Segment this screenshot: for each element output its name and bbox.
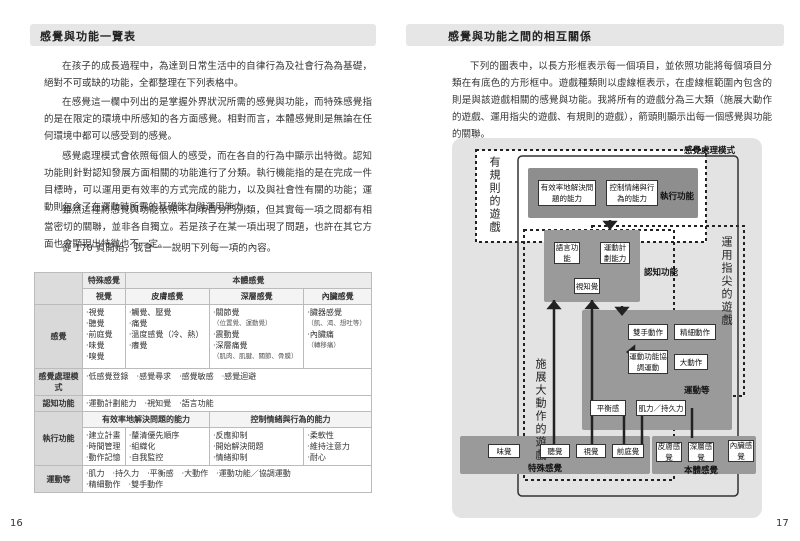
relationship-diagram: 感覺處理模式 有規則的遊戲 運用指尖的遊戲 施展大動作的遊戲 有效率地解決問題的… bbox=[452, 138, 762, 518]
visual-perception-box: 視知覺 bbox=[574, 278, 600, 294]
left-page-number: 16 bbox=[10, 518, 23, 529]
skin-sense-box: 皮膚感覺 bbox=[656, 442, 682, 462]
body-senses-label: 本體感覺 bbox=[684, 466, 719, 476]
vestibular-box: 前庭覺 bbox=[612, 444, 644, 458]
right-page-number: 17 bbox=[776, 518, 789, 529]
subheader-sight: 視覺 bbox=[82, 288, 126, 305]
deep-sense-box: 深層感覺 bbox=[688, 442, 714, 462]
motor-label: 運動等 bbox=[684, 386, 710, 396]
cell-visceral: ‧臟器感覺（飢、渴、想吐等） ‧內臟痛 （轉移痛） bbox=[303, 304, 372, 369]
taste-box: 味覺 bbox=[488, 444, 520, 458]
left-header-title: 感覺與功能一覽表 bbox=[40, 30, 136, 43]
subheader-deep: 深層感覺 bbox=[208, 288, 305, 305]
big-movement-game-label: 施展大動作的遊戲 bbox=[534, 358, 547, 462]
processing-frame bbox=[517, 155, 739, 497]
row-processing: 感覺處理模式 bbox=[34, 368, 83, 396]
visceral-sense-box: 內臟感覺 bbox=[728, 440, 754, 462]
balance-box: 平衡感 bbox=[590, 400, 626, 416]
cell-special: ‧視覺‧聽覺 ‧前庭覺‧味覺 ‧嗅覺 bbox=[82, 304, 126, 369]
exec-label: 執行功能 bbox=[660, 192, 695, 202]
special-senses-label: 特殊感覺 bbox=[528, 464, 563, 474]
cell-cognitive: ‧運動計劃能力 ‧視知覺 ‧語言功能 bbox=[82, 395, 372, 412]
table-corner bbox=[34, 272, 83, 305]
paragraph-1: 在孩子的成長過程中，為達到日常生活中的自律行為及社會行為為基礎，絕對不可或缺的功… bbox=[44, 61, 372, 89]
cell-deep: ‧關節覺（位置覺、運動覺） ‧震動覺‧深層痛覺 （肌肉、肌腱、關節、骨膜） bbox=[208, 304, 305, 369]
header-special: 特殊感覺 bbox=[82, 272, 126, 289]
cell-processing: ‧低感覺登錄 ‧感覺尋求 ‧感覺敏感 ‧感覺迴避 bbox=[82, 368, 372, 396]
paragraph-4: 雖然這裡將感覺與功能依照不同項目分門別類，但其實每一項之間都有相當密切的關聯，並… bbox=[44, 205, 372, 250]
language-box: 語言功能 bbox=[554, 242, 580, 264]
exec-cell-2: ‧釐清優先順序‧組織化‧自我監控 bbox=[124, 427, 210, 466]
row-cognitive: 認知功能 bbox=[34, 395, 83, 412]
exec-box-control: 控制情緒與行為的能力 bbox=[606, 180, 658, 206]
processing-mode-label: 感覺處理模式 bbox=[684, 146, 736, 156]
subheader-visceral: 內臟感覺 bbox=[303, 288, 372, 305]
subheader-skin: 皮膚感覺 bbox=[124, 288, 210, 305]
sight-box: 視覺 bbox=[576, 444, 606, 458]
strength-box: 肌力／持久力 bbox=[636, 400, 686, 416]
exec-cell-1: ‧建立計畫‧時間管理‧動作記憶 bbox=[82, 427, 126, 466]
gross-motor-box: 大動作 bbox=[674, 354, 708, 370]
row-sense: 感覺 bbox=[34, 304, 83, 369]
fine-motor-box: 精細動作 bbox=[674, 324, 716, 340]
motor-plan-box: 運動計劃能力 bbox=[600, 242, 630, 264]
row-motor: 運動等 bbox=[34, 465, 83, 493]
row-exec: 執行功能 bbox=[34, 411, 83, 466]
paragraph-2: 在感覺這一欄中列出的是掌握外界狀況所需的感覺與功能，而特殊感覺指的是在限定的環境… bbox=[44, 97, 372, 142]
hearing-box: 聽覺 bbox=[540, 444, 570, 458]
header-body: 本體感覺 bbox=[124, 272, 373, 289]
left-page: 感覺與功能一覽表 在孩子的成長過程中，為達到日常生活中的自律行為及社會行為為基礎… bbox=[10, 24, 376, 529]
right-header-title: 感覺與功能之間的相互關係 bbox=[448, 30, 592, 43]
exec-box-efficient: 有效率地解決問題的能力 bbox=[538, 180, 596, 206]
bimanual-box: 雙手動作 bbox=[628, 324, 668, 340]
exec-cell-3: ‧反應抑制‧開始解決問題‧情緒抑制 bbox=[208, 427, 305, 466]
finger-game-label: 運用指尖的遊戲 bbox=[720, 236, 733, 327]
rules-game-label: 有規則的遊戲 bbox=[488, 156, 501, 234]
cell-skin: ‧觸覺、壓覺‧痛覺 ‧溫度感覺（冷、熱）‧癢覺 bbox=[124, 304, 210, 369]
sense-function-table: 特殊感覺 本體感覺 視覺 皮膚感覺 深層感覺 內臟感覺 感覺 ‧視覺‧聽覺 ‧前… bbox=[34, 272, 373, 493]
left-header-bar: 感覺與功能一覽表 bbox=[30, 24, 376, 46]
right-paragraph: 下列的圖表中，以長方形框表示每一個項目，並依照功能將每個項目分類在有底色的方形框… bbox=[452, 61, 772, 140]
paragraph-5: 從 170 頁開始，我會一一說明下列每一項的內容。 bbox=[62, 243, 277, 254]
cognitive-label: 認知功能 bbox=[644, 268, 679, 278]
right-page: 感覺與功能之間的相互關係 下列的圖表中，以長方形框表示每一個項目，並依照功能將每… bbox=[400, 0, 800, 541]
exec-sub1: 有效率地解決問題的能力 bbox=[82, 411, 210, 428]
cell-motor: ‧肌力 ‧持久力 ‧平衡感 ‧大動作 ‧運動功能／協調運動‧精細動作 ‧雙手動作 bbox=[82, 465, 372, 493]
right-header-bar: 感覺與功能之間的相互關係 bbox=[406, 24, 784, 46]
coordination-box: 運動功能協調運動 bbox=[628, 350, 668, 374]
exec-cell-4: ‧柔軟性‧維持注意力‧耐心 bbox=[303, 427, 372, 466]
paragraph-3: 感覺處理模式會依照每個人的感受，而在各自的行為中顯示出特徵。認知功能則針對認知發… bbox=[44, 151, 372, 213]
exec-sub2: 控制情緒與行為的能力 bbox=[208, 411, 373, 428]
